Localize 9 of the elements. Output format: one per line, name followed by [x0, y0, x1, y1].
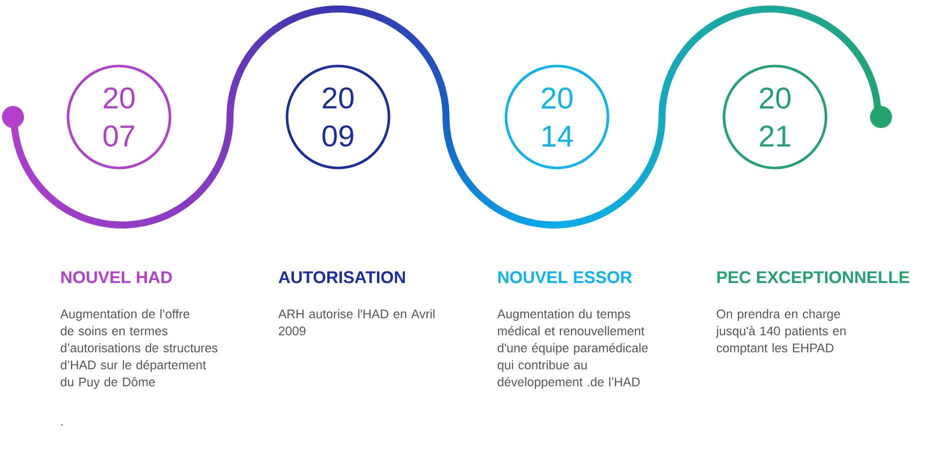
milestone-heading: PEC EXCEPTIONNELLE [717, 271, 910, 284]
milestone-heading: NOUVEL ESSOR [498, 271, 632, 284]
milestone-description: Augmentation du temps médical et renouvellement d'une équipe paramédicale qui contribue au développement .de l’HAD [497, 309, 648, 389]
milestone-description: On prendra en charge jusqu'à 140 patients en comptant les EHPAD [716, 309, 846, 355]
milestone-heading: AUTORISATION [278, 271, 405, 284]
milestone-description: ARH autorise l'HAD en Avril 2009 [278, 309, 434, 336]
milestone-description: Augmentation de l’offre de soins en termes d’autorisations de structures d’HAD sur le département du Puy de Dôme [60, 309, 218, 389]
milestone-heading: NOUVEL HAD [61, 271, 172, 284]
note-text: . [61, 424, 63, 426]
